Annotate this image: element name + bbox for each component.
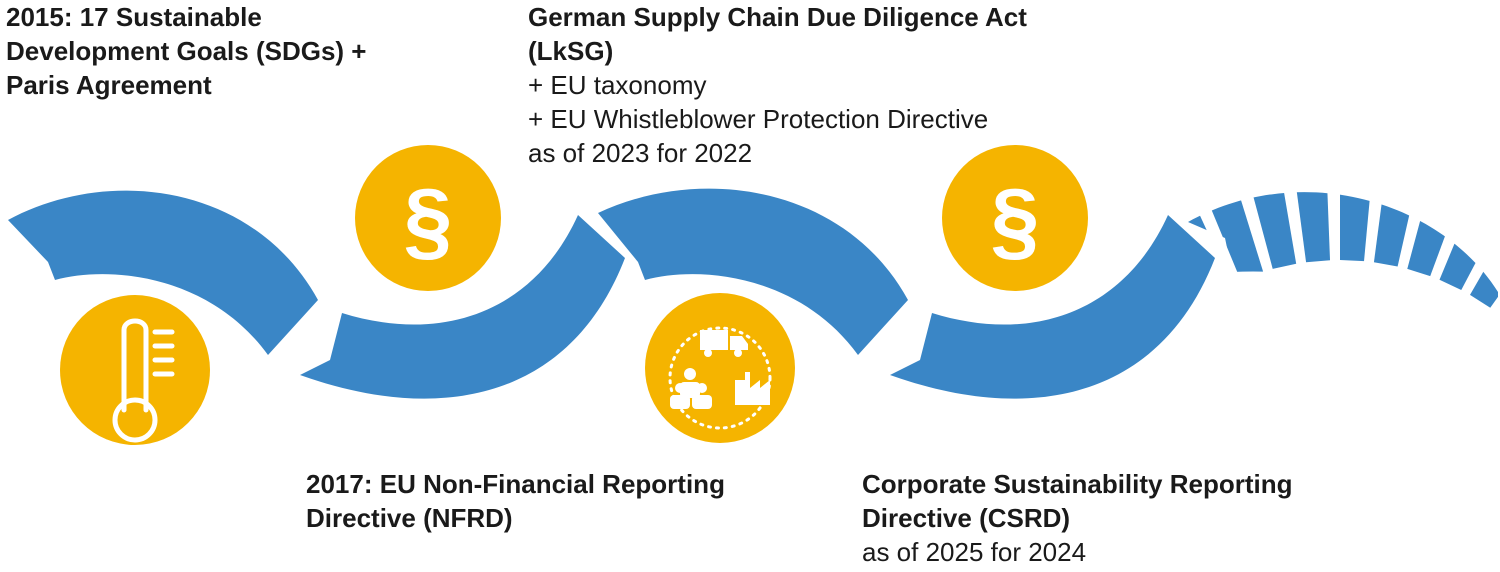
- paragraph-icon: §: [404, 170, 453, 269]
- ribbon-stripe: [1470, 208, 1498, 308]
- milestone-note-4-1: as of 2025 for 2024: [862, 537, 1087, 567]
- thermometer-circle: [60, 295, 210, 445]
- milestone-note-3-3: as of 2023 for 2022: [528, 138, 753, 168]
- ribbon-segment-3: [598, 188, 908, 355]
- supply-chain-icon: [668, 326, 772, 430]
- milestone-label-3: German Supply Chain Due Diligence Act (L…: [528, 0, 1088, 170]
- milestone-title-4: Corporate Sustainability Reporting Direc…: [862, 469, 1293, 533]
- thermometer-icon: [112, 318, 175, 443]
- ribbon-segment-4: [890, 215, 1215, 399]
- ribbon-stripe: [1340, 192, 1374, 262]
- ribbon-stripe: [1246, 192, 1297, 269]
- ribbon-segment-1: [8, 190, 318, 355]
- paragraph-circle-1: §: [355, 145, 501, 291]
- milestone-label-1: 2015: 17 Sustainable Development Goals (…: [6, 0, 406, 102]
- ribbon-segment-2: [300, 215, 625, 399]
- ribbon-stripe: [1293, 192, 1331, 263]
- milestone-note-3-1: + EU taxonomy: [528, 70, 707, 100]
- milestone-title-3: German Supply Chain Due Diligence Act (L…: [528, 2, 1027, 66]
- supply-chain-circle: [645, 293, 795, 443]
- milestone-title-2: 2017: EU Non-Financial Reporting Directi…: [306, 469, 725, 533]
- paragraph-circle-2: §: [942, 145, 1088, 291]
- milestone-title-1: 2015: 17 Sustainable Development Goals (…: [6, 2, 367, 100]
- ribbon-stripe: [1439, 192, 1498, 291]
- ribbon-stripe: [1373, 192, 1420, 267]
- milestone-note-3-2: + EU Whistleblower Protection Directive: [528, 104, 989, 134]
- paragraph-icon: §: [991, 170, 1040, 269]
- milestone-label-4: Corporate Sustainability Reporting Direc…: [862, 467, 1332, 569]
- milestone-label-2: 2017: EU Non-Financial Reporting Directi…: [306, 467, 726, 535]
